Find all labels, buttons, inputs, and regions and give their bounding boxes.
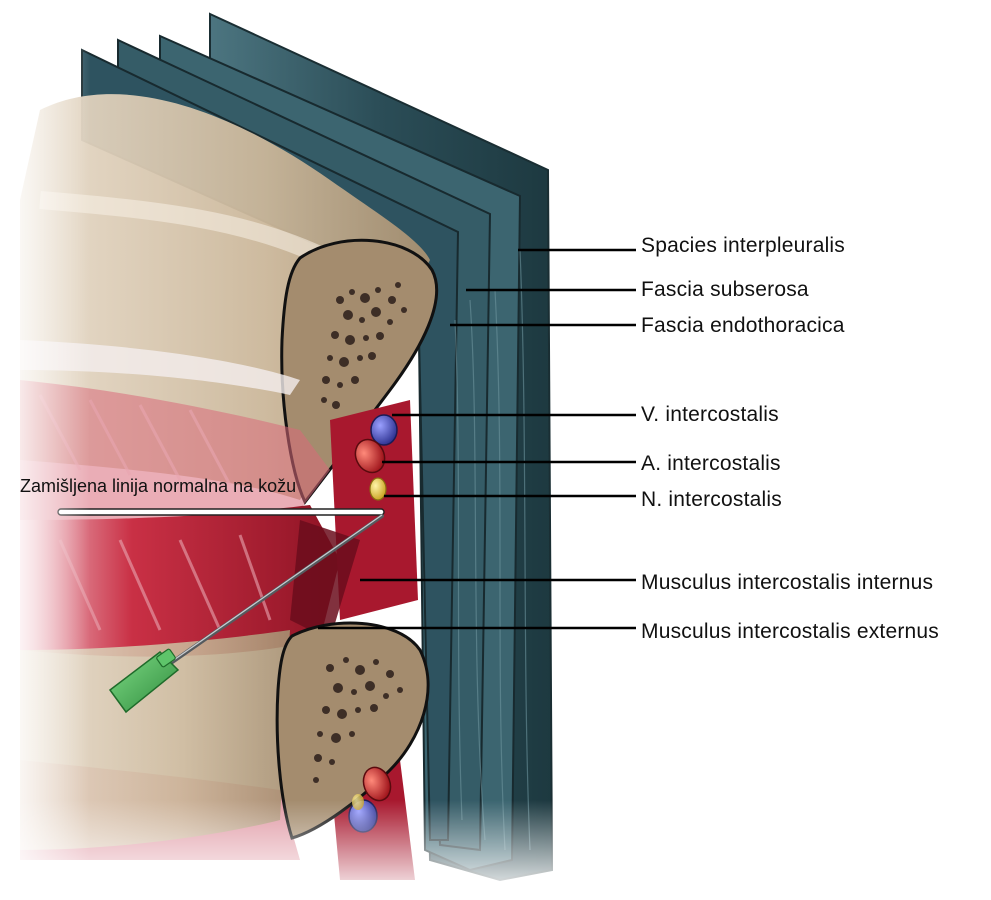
label-musculus-intercostalis-externus: Musculus intercostalis externus: [641, 620, 939, 644]
label-n-intercostalis: N. intercostalis: [641, 488, 782, 512]
label-a-intercostalis: A. intercostalis: [641, 452, 781, 476]
label-musculus-intercostalis-internus: Musculus intercostalis internus: [641, 571, 933, 595]
label-fascia-subserosa: Fascia subserosa: [641, 278, 809, 302]
imaginary-perpendicular-line: [58, 509, 384, 515]
intercostal-nerve: [370, 478, 386, 500]
label-spacies-interpleuralis: Spacies interpleuralis: [641, 234, 845, 258]
label-imaginary-line: Zamišljena linija normalna na kožu: [20, 476, 296, 497]
intercostal-vein: [371, 415, 397, 445]
label-fascia-endothoracica: Fascia endothoracica: [641, 314, 845, 338]
label-v-intercostalis: V. intercostalis: [641, 403, 779, 427]
